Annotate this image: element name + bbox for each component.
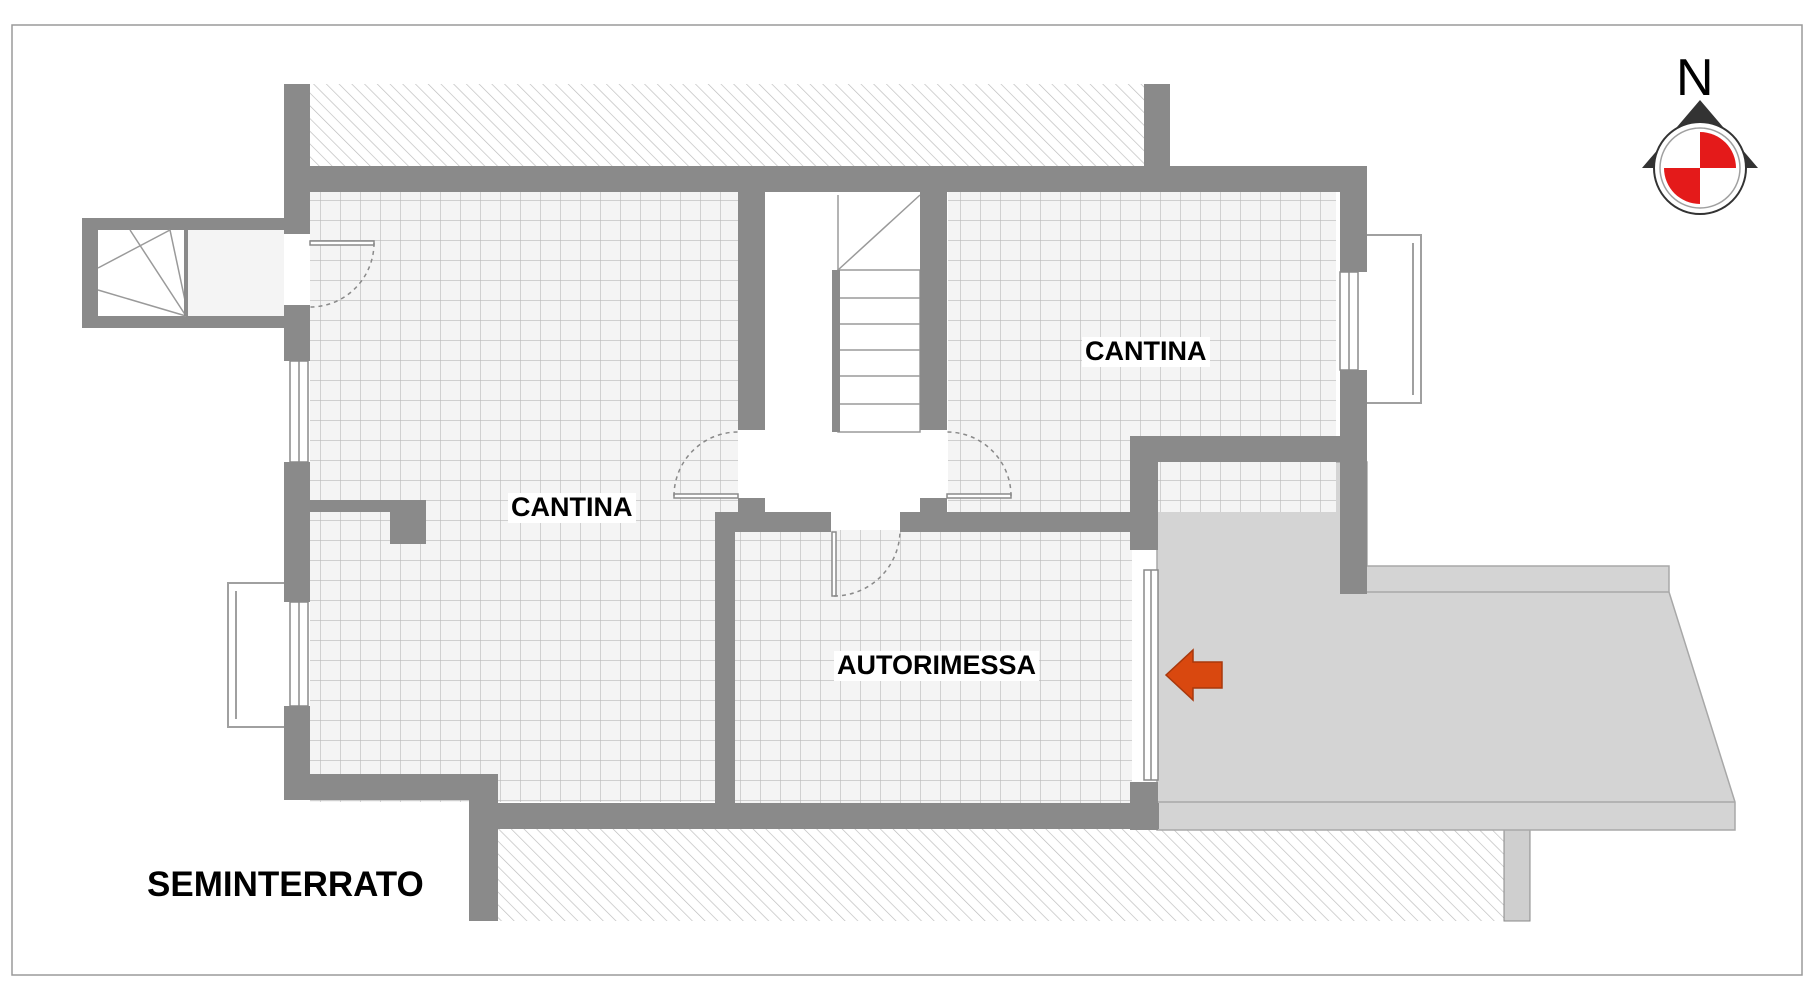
room-label-autorimessa: AUTORIMESSA xyxy=(834,650,1040,681)
staircase xyxy=(832,194,921,433)
drawing-frame xyxy=(11,24,1803,976)
tiled-floors xyxy=(310,190,1336,805)
room-label-cantina-left: CANTINA xyxy=(508,492,636,523)
north-letter: N xyxy=(1676,49,1714,107)
north-compass-icon xyxy=(1642,100,1758,215)
doors xyxy=(309,240,1012,597)
walls xyxy=(284,84,1367,921)
light-wells xyxy=(227,234,1422,728)
bottom-embankment xyxy=(469,828,1531,922)
windows xyxy=(289,271,1359,781)
level-label: SEMINTERRATO xyxy=(147,865,424,904)
driveway-ramp xyxy=(1156,461,1736,831)
room-label-cantina-right: CANTINA xyxy=(1082,336,1210,367)
external-stair-well xyxy=(82,218,284,328)
top-embankment xyxy=(284,84,1170,166)
entrance-arrow-icon xyxy=(1164,648,1223,702)
